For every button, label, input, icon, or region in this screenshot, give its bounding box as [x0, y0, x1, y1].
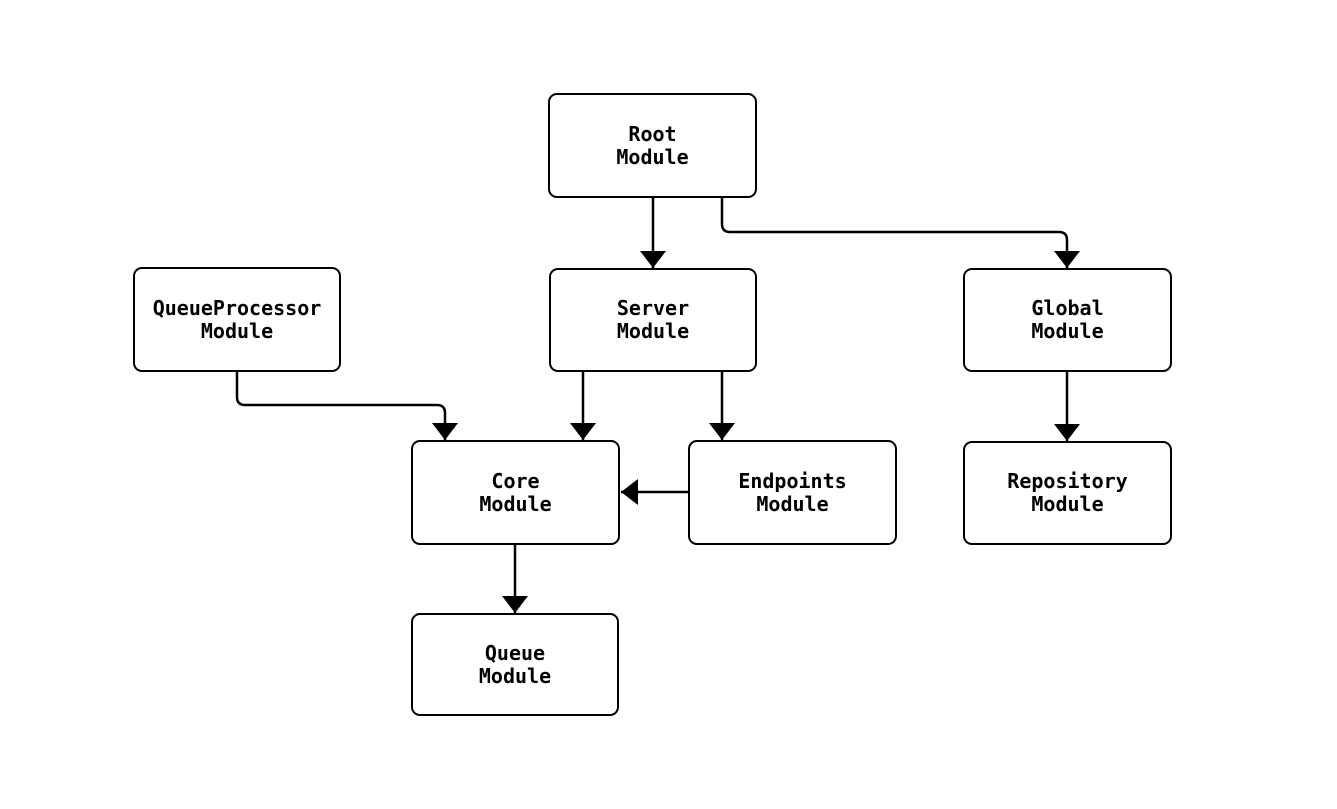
node-repository-module: Repository Module [963, 441, 1172, 545]
node-endpoints-module: Endpoints Module [688, 440, 897, 545]
node-server-module-label: Server Module [616, 296, 690, 343]
node-endpoints-module-label: Endpoints Module [738, 468, 847, 516]
node-repository-module-label: Repository Module [1007, 469, 1128, 516]
edge-root-to-global [720, 198, 1080, 268]
node-queueprocessor-module-label: QueueProcessor Module [152, 295, 322, 343]
node-server-module: Server Module [549, 268, 757, 372]
edge-group [235, 198, 1080, 613]
node-queueprocessor-module: QueueProcessor Module [133, 267, 341, 372]
node-root-module-label: Root Module [616, 121, 689, 169]
node-core-module: Core Module [411, 440, 620, 545]
node-queue-module: Queue Module [411, 613, 619, 716]
node-core-module-label: Core Module [479, 468, 552, 516]
node-root-module: Root Module [548, 93, 757, 198]
edge-queueprocessor-to-core [235, 372, 458, 440]
node-global-module-label: Global Module [1031, 296, 1104, 343]
node-queue-module-label: Queue Module [478, 640, 552, 688]
node-global-module: Global Module [963, 268, 1172, 372]
